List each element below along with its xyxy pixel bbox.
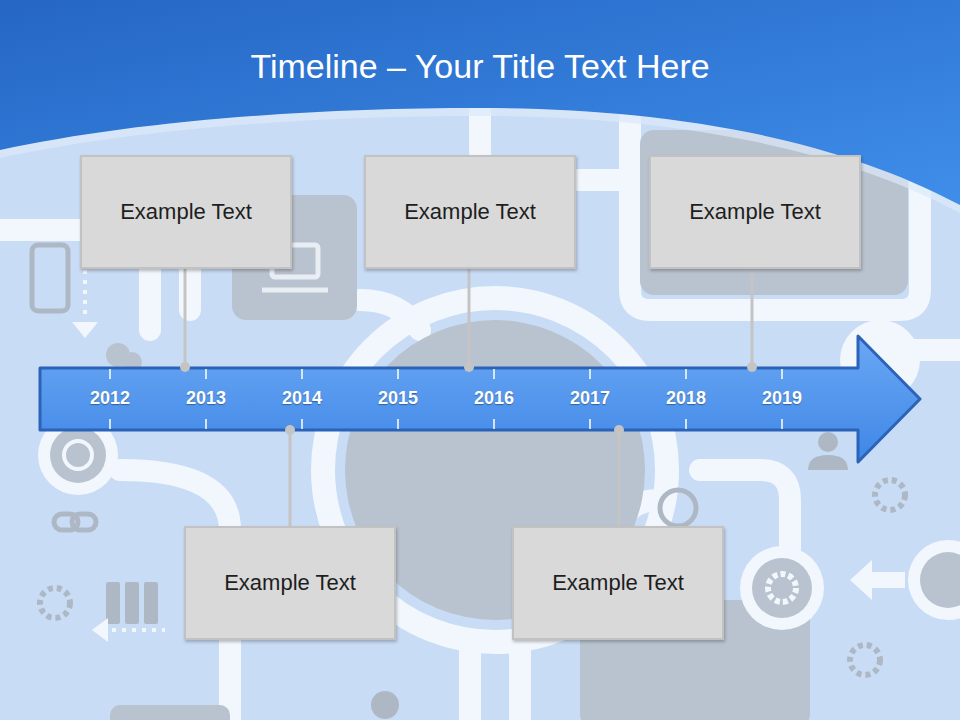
year-label: 2016 bbox=[454, 386, 534, 410]
year-ticks bbox=[110, 369, 782, 429]
icon-circle bbox=[50, 427, 106, 483]
box-text: Example Text bbox=[689, 199, 821, 225]
icon-circle bbox=[752, 558, 812, 618]
box-text: Example Text bbox=[224, 570, 356, 596]
people-icon bbox=[371, 691, 399, 719]
timeline-arrow bbox=[40, 336, 920, 462]
arrow-icon bbox=[850, 560, 905, 600]
year-label: 2013 bbox=[166, 386, 246, 410]
pipes bbox=[0, 110, 960, 720]
year-label: 2012 bbox=[70, 386, 150, 410]
people-icon bbox=[808, 455, 848, 470]
timeline-box: Example Text bbox=[512, 526, 724, 640]
timeline-box: Example Text bbox=[364, 155, 576, 269]
year-label: 2018 bbox=[646, 386, 726, 410]
link-icon bbox=[64, 441, 92, 469]
people-icon bbox=[818, 432, 838, 452]
icon-circle bbox=[908, 540, 960, 620]
timeline-dots bbox=[180, 362, 757, 435]
box-text: Example Text bbox=[552, 570, 684, 596]
dotted-line bbox=[83, 270, 87, 320]
binder-icon bbox=[106, 582, 158, 624]
timeline-box: Example Text bbox=[649, 155, 861, 269]
icon-circle bbox=[740, 546, 824, 630]
chain-icon bbox=[54, 514, 96, 530]
year-label: 2015 bbox=[358, 386, 438, 410]
timeline-box: Example Text bbox=[80, 155, 292, 269]
year-label: 2014 bbox=[262, 386, 342, 410]
gear-icon bbox=[768, 574, 796, 602]
box-text: Example Text bbox=[404, 199, 536, 225]
box-text: Example Text bbox=[120, 199, 252, 225]
slide-title: Timeline – Your Title Text Here bbox=[0, 44, 960, 88]
arrow-icon bbox=[92, 618, 108, 642]
arrow-icon bbox=[72, 322, 98, 338]
year-label: 2019 bbox=[742, 386, 822, 410]
signal-icon bbox=[660, 490, 696, 526]
year-label: 2017 bbox=[550, 386, 630, 410]
timeline-box: Example Text bbox=[184, 526, 396, 640]
dotted-line bbox=[112, 628, 165, 632]
phone-icon bbox=[32, 245, 68, 311]
icon-circle bbox=[920, 552, 960, 608]
gear-icon bbox=[40, 480, 905, 675]
device-panel bbox=[110, 705, 230, 720]
